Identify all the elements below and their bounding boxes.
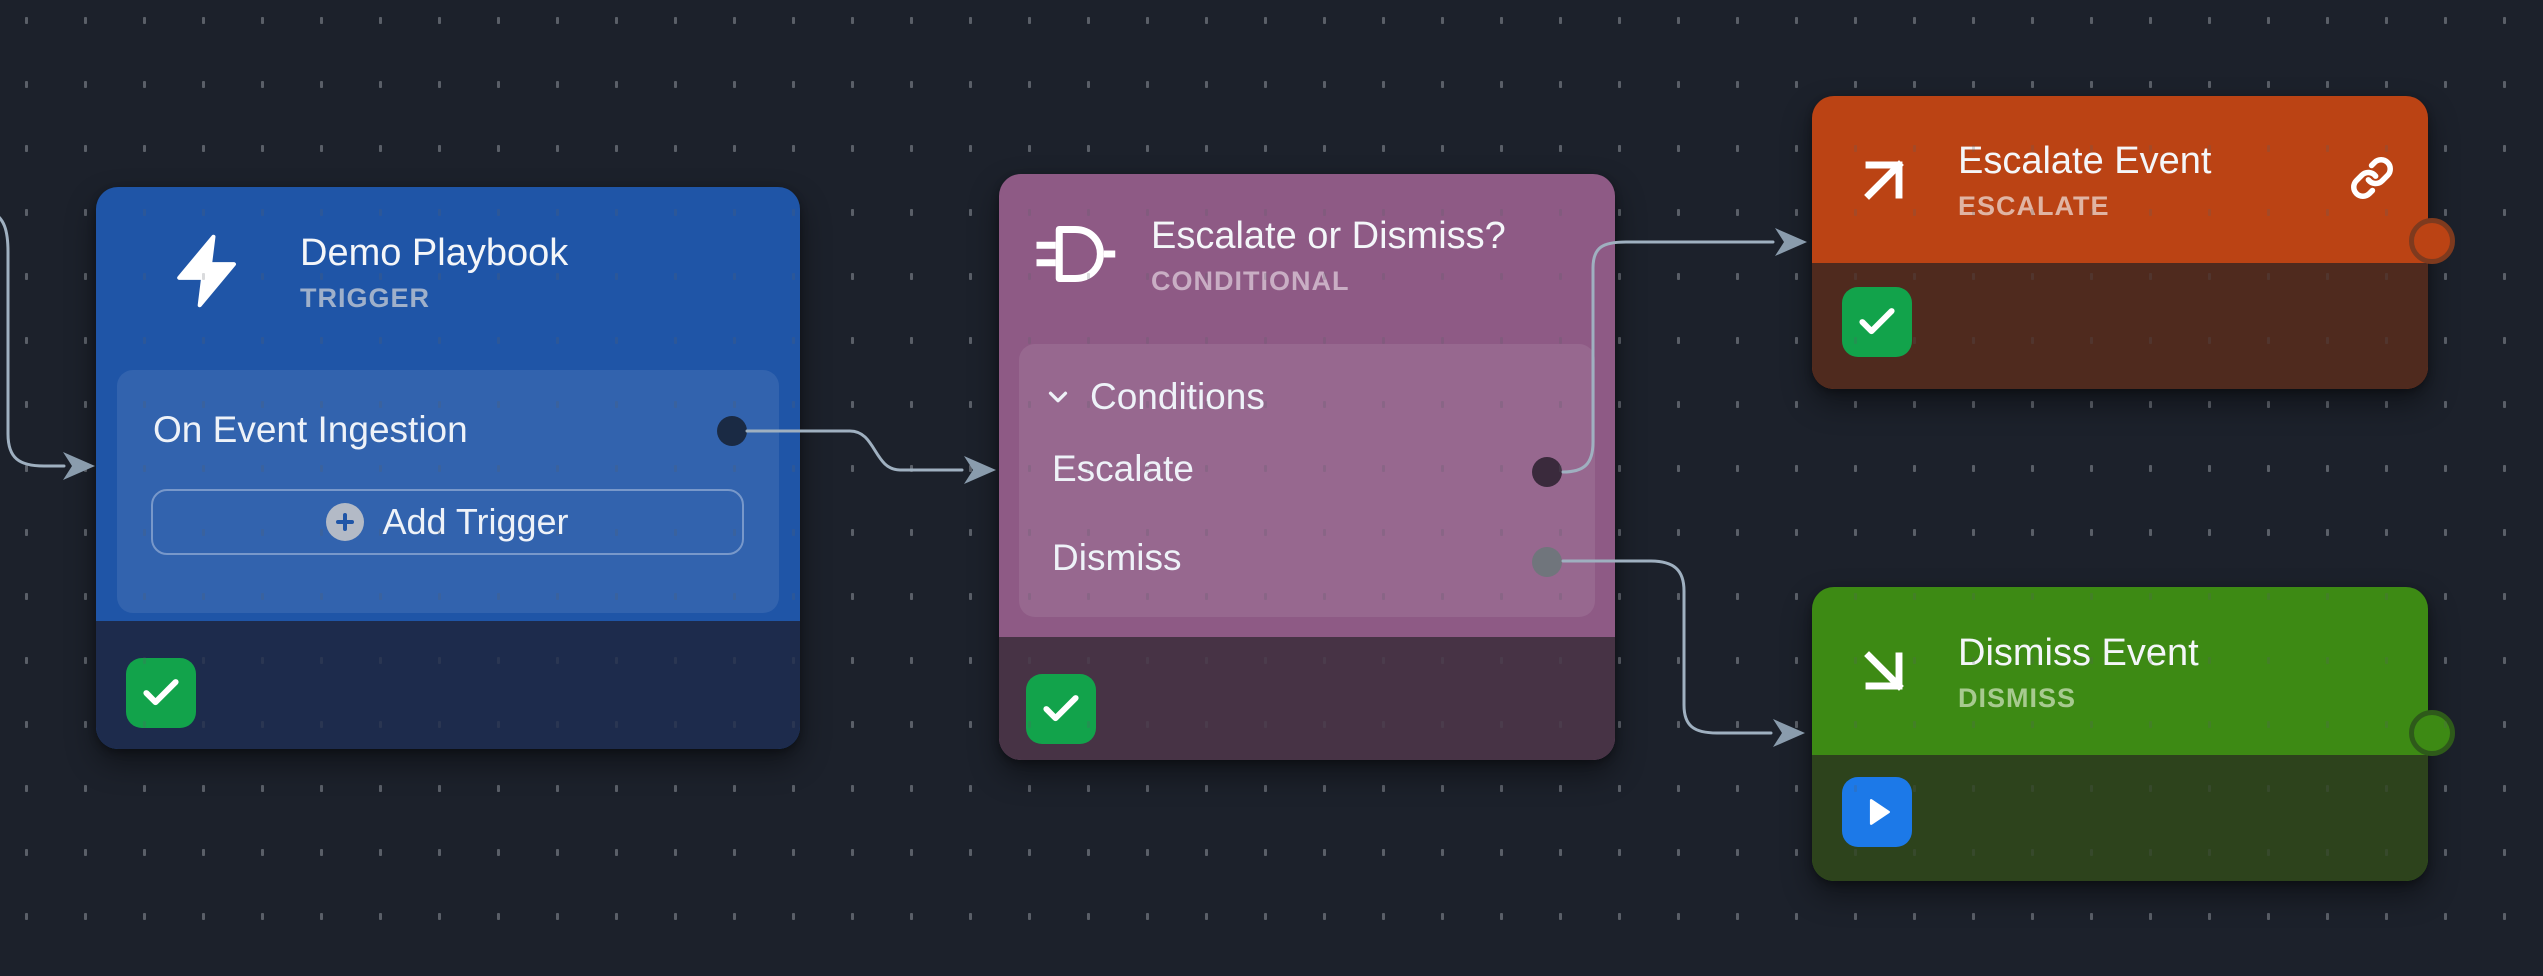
status-play-badge[interactable] xyxy=(1842,777,1912,847)
status-success-badge[interactable] xyxy=(1842,287,1912,357)
edge-arrowhead xyxy=(964,456,996,484)
node-title: Escalate or Dismiss? xyxy=(1151,214,1506,257)
node-type-label: ESCALATE xyxy=(1958,191,2110,221)
edge-arrowhead xyxy=(1773,719,1805,747)
arrow-up-right-icon xyxy=(1846,142,1922,218)
edge-incoming[interactable] xyxy=(0,212,66,468)
edge-arrowhead xyxy=(1775,228,1807,256)
trigger-name: On Event Ingestion xyxy=(153,409,468,450)
status-success-badge[interactable] xyxy=(1026,674,1096,744)
output-handle[interactable] xyxy=(717,416,747,446)
node-status-bar xyxy=(96,621,800,749)
node-type-label: DISMISS xyxy=(1958,682,2077,713)
add-trigger-label: Add Trigger xyxy=(382,501,569,542)
node-escalate-event[interactable]: Escalate Event ESCALATE xyxy=(1812,96,2455,389)
status-success-badge[interactable] xyxy=(126,658,196,728)
logic-gate-icon xyxy=(1033,212,1117,296)
node-title: Demo Playbook xyxy=(300,231,569,274)
check-icon xyxy=(143,679,179,706)
node-demo-playbook[interactable]: Demo Playbook TRIGGER On Event Ingestion… xyxy=(96,187,800,749)
link-icon[interactable] xyxy=(2350,156,2394,205)
output-port[interactable] xyxy=(2409,218,2455,264)
branch-escalate-label: Escalate xyxy=(1052,448,1194,489)
chevron-down-icon xyxy=(1048,391,1068,403)
branch-dismiss-label: Dismiss xyxy=(1052,537,1182,578)
trigger-panel: On Event Ingestion Add Trigger xyxy=(117,370,779,613)
conditions-panel: Conditions Escalate Dismiss xyxy=(1019,344,1595,617)
check-icon xyxy=(1859,308,1895,335)
node-dismiss-event[interactable]: Dismiss Event DISMISS xyxy=(1812,587,2455,881)
conditions-label: Conditions xyxy=(1090,376,1265,417)
node-title: Escalate Event xyxy=(1958,140,2212,182)
node-type-label: TRIGGER xyxy=(300,282,431,313)
edge-arrowhead xyxy=(63,452,95,480)
branch-escalate-handle[interactable] xyxy=(1532,457,1562,487)
arrow-down-right-icon xyxy=(1846,633,1922,709)
output-port[interactable] xyxy=(2409,710,2455,756)
branch-dismiss-handle[interactable] xyxy=(1532,547,1562,577)
play-icon xyxy=(1869,799,1890,825)
lightning-bolt-icon xyxy=(162,223,258,319)
node-type-label: CONDITIONAL xyxy=(1151,265,1350,296)
edge-escalate-branch[interactable] xyxy=(1561,240,1775,474)
add-trigger-button[interactable]: Add Trigger xyxy=(151,489,744,555)
node-title: Dismiss Event xyxy=(1958,631,2199,674)
check-icon xyxy=(1043,695,1079,722)
node-escalate-or-dismiss[interactable]: Escalate or Dismiss? CONDITIONAL Conditi… xyxy=(999,174,1615,760)
conditions-toggle[interactable]: Conditions xyxy=(1043,376,1265,418)
plus-circle-icon xyxy=(326,503,365,541)
